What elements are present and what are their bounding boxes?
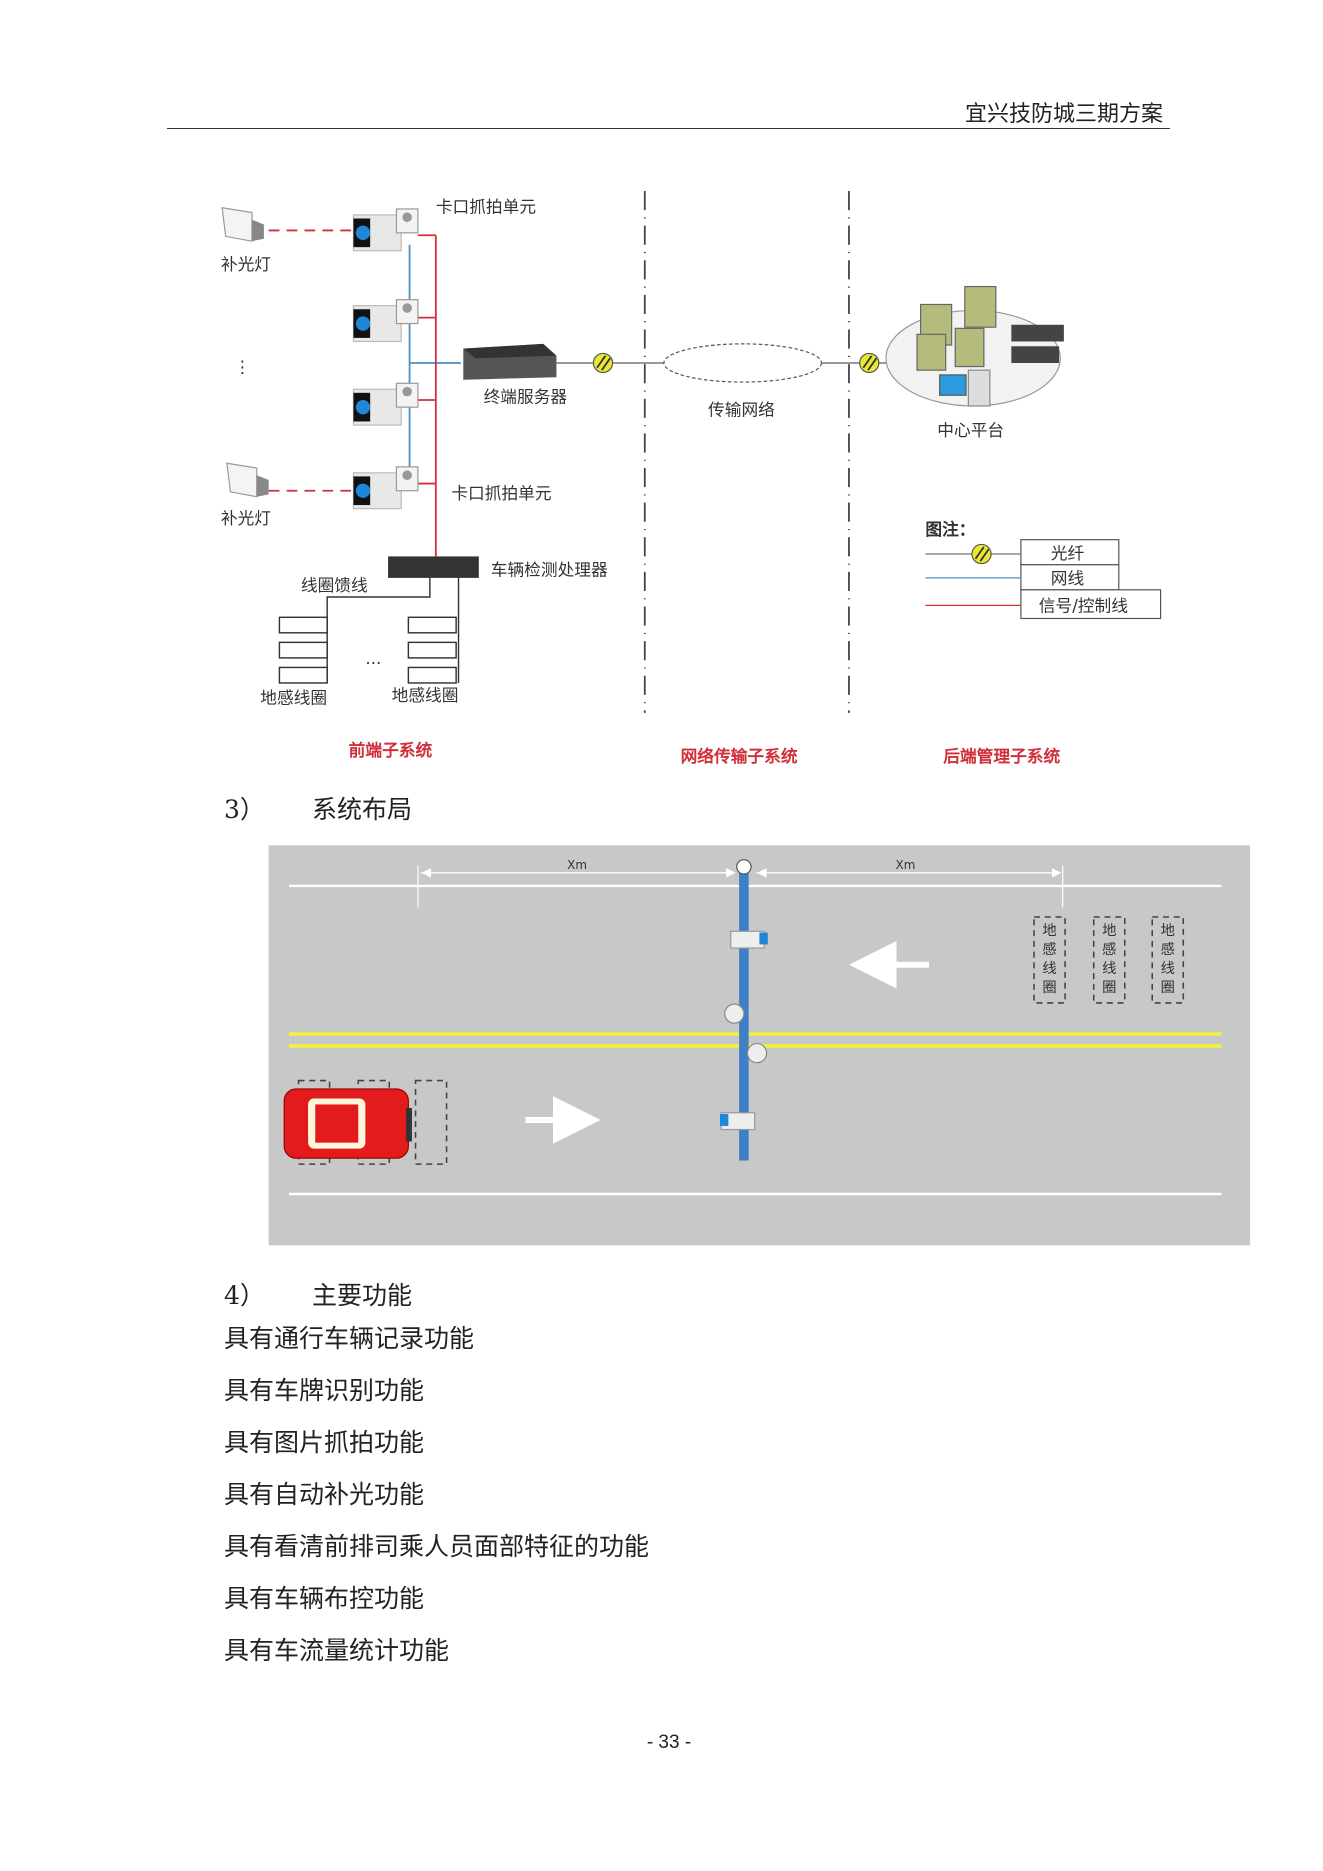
loop-coil-label-char: 线 xyxy=(1161,960,1175,977)
camera-icon xyxy=(352,208,419,252)
legend: 图注： 光纤 网线 信号/控制线 xyxy=(925,519,1162,620)
fill-light-icon xyxy=(226,462,270,498)
page-number: - 33 - xyxy=(646,1732,692,1753)
loop-coil-label-char: 线 xyxy=(1102,960,1116,977)
section-title: 系统布局 xyxy=(312,795,413,824)
camera-icon xyxy=(352,299,419,343)
system-architecture-diagram: 补光灯 补光灯 卡口抓拍单元 卡口抓拍单元 ⋮ 终端服务器 传输网络 中心平台 xyxy=(221,191,1162,766)
loop-coil-label-char: 地 xyxy=(1102,922,1116,939)
feature-item: 具有车流量统计功能 xyxy=(224,1636,450,1665)
label-vehicle-detector: 车辆检测处理器 xyxy=(491,560,608,580)
fiber-connector-icon xyxy=(858,352,880,374)
pole-camera-icon xyxy=(720,930,768,1131)
ellipsis: ... xyxy=(365,648,381,668)
header-rule xyxy=(167,128,1170,129)
legend-title: 图注： xyxy=(925,519,975,539)
header-title: 宜兴技防城三期方案 xyxy=(964,102,1163,127)
loop-coil-label-char: 感 xyxy=(1042,941,1056,958)
loop-coil-label-char: 地 xyxy=(1042,922,1056,939)
loop-coil-label-char: 地 xyxy=(1161,922,1175,939)
vehicle-detector-icon xyxy=(388,556,479,578)
label-network-subsystem: 网络传输子系统 xyxy=(681,746,798,766)
label-capture-unit: 卡口抓拍单元 xyxy=(451,483,551,503)
feature-item: 具有车辆布控功能 xyxy=(224,1584,425,1613)
section-title: 主要功能 xyxy=(312,1281,413,1310)
loop-coil-label-char: 感 xyxy=(1161,941,1175,958)
loop-coils xyxy=(278,616,457,684)
label-fill-light: 补光灯 xyxy=(221,508,271,528)
label-coil-feeder: 线圈馈线 xyxy=(301,575,368,595)
label-terminal-server: 终端服务器 xyxy=(484,386,568,406)
fiber-connector-icon xyxy=(592,352,614,374)
terminal-server-icon xyxy=(463,343,557,380)
section-number: 3） xyxy=(224,795,265,824)
legend-signal-line: 信号/控制线 xyxy=(1039,595,1128,615)
label-front-subsystem: 前端子系统 xyxy=(349,740,433,760)
feature-item: 具有车牌识别功能 xyxy=(224,1376,425,1405)
label-transport-network: 传输网络 xyxy=(708,400,775,420)
loop-coil-label-char: 圈 xyxy=(1161,980,1175,996)
section-number: 4） xyxy=(224,1281,265,1310)
feature-item: 具有看清前排司乘人员面部特征的功能 xyxy=(224,1532,650,1561)
loop-coil-label-char: 线 xyxy=(1042,960,1056,977)
label-loop: 地感线圈 xyxy=(260,687,327,707)
distance-label: Xm xyxy=(896,858,916,872)
camera-icon xyxy=(352,382,419,426)
legend-fiber: 光纤 xyxy=(1051,543,1085,563)
legend-network-cable: 网线 xyxy=(1051,568,1085,588)
ellipsis: ⋮ xyxy=(234,357,251,377)
section-4-heading: 4） 主要功能 xyxy=(224,1276,412,1312)
section-3-heading: 3） 系统布局 xyxy=(224,790,412,826)
label-backend-subsystem: 后端管理子系统 xyxy=(943,746,1060,766)
label-capture-unit: 卡口抓拍单元 xyxy=(436,197,536,217)
loop-coil-label-char: 圈 xyxy=(1042,980,1056,996)
label-center-platform: 中心平台 xyxy=(937,420,1004,440)
center-platform-icon xyxy=(885,285,1064,407)
loop-coil-label-char: 感 xyxy=(1102,941,1116,958)
feature-item: 具有图片抓拍功能 xyxy=(224,1428,425,1457)
cloud-icon xyxy=(663,343,823,383)
camera-icon xyxy=(352,466,419,510)
fill-light-icon xyxy=(221,207,265,242)
car-icon xyxy=(283,1088,412,1159)
feature-item: 具有通行车辆记录功能 xyxy=(224,1324,475,1353)
label-loop: 地感线圈 xyxy=(392,685,459,705)
loop-coil-label-char: 圈 xyxy=(1102,980,1116,996)
distance-label: Xm xyxy=(567,858,587,872)
feature-item: 具有自动补光功能 xyxy=(224,1480,425,1509)
label-fill-light: 补光灯 xyxy=(221,254,271,274)
